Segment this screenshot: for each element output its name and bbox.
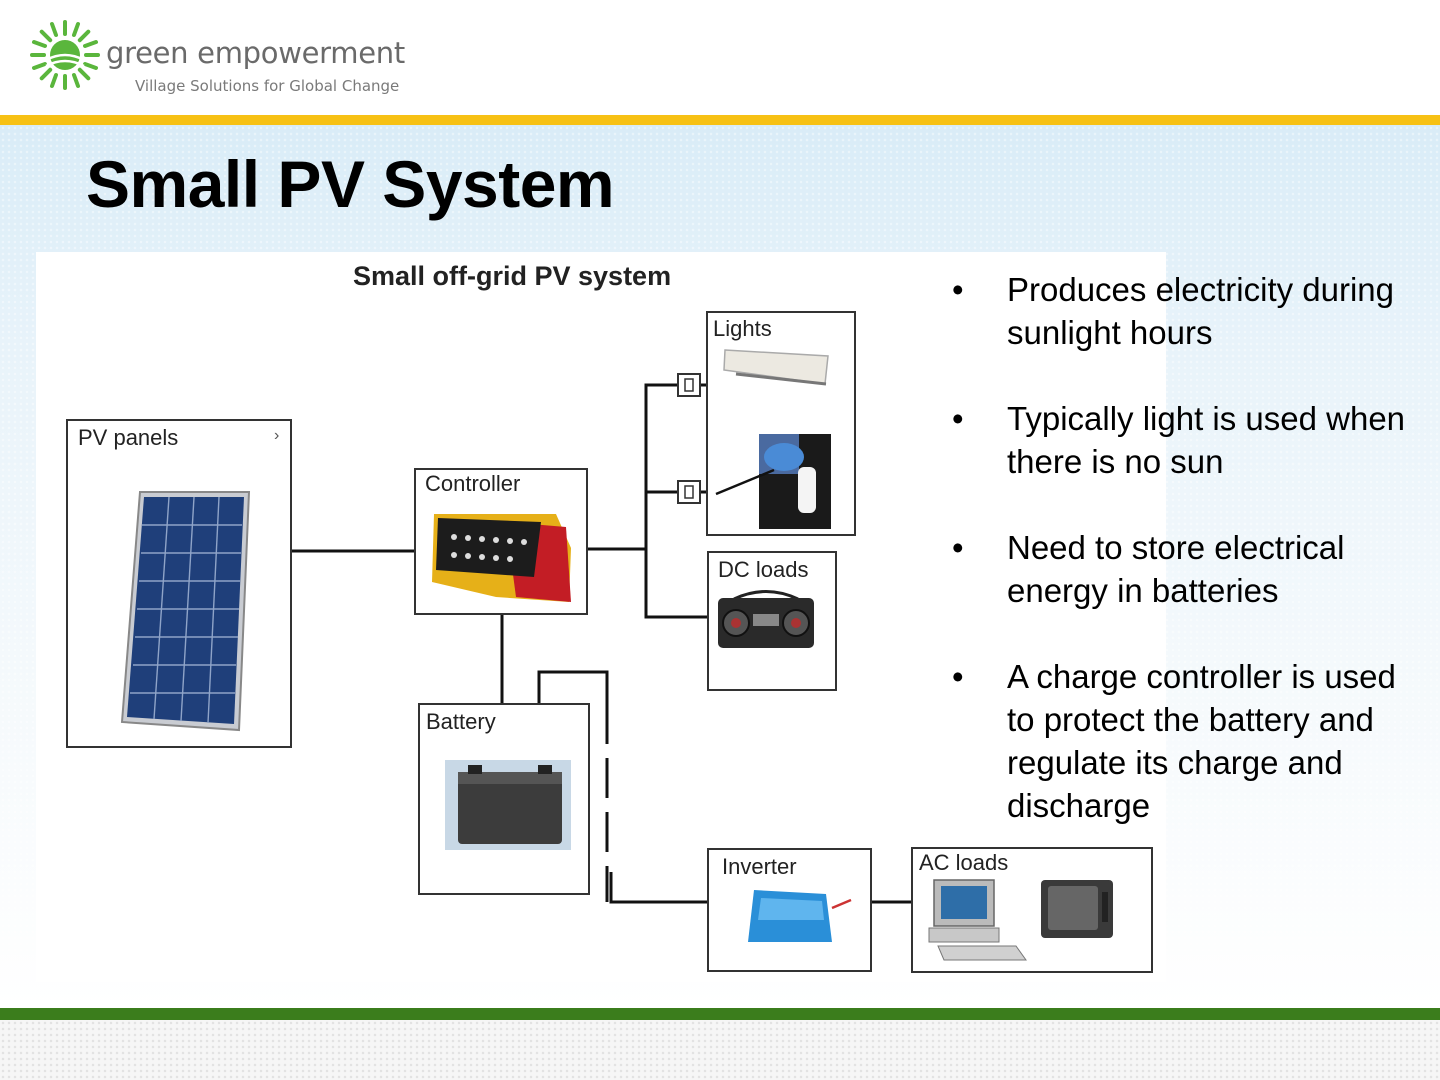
bullet-item: • Typically light is used when there is … [946, 397, 1416, 483]
bullet-dot-icon: • [952, 529, 964, 566]
node-lights: Lights [706, 311, 856, 536]
brand-name: green empowerment [106, 36, 405, 70]
charge-controller-icon [432, 514, 571, 602]
node-label-controller: Controller [425, 471, 520, 496]
bulb-light-icon [715, 434, 831, 529]
bullet-dot-icon: • [952, 271, 964, 308]
inverter-icon [748, 890, 852, 942]
node-label-battery: Battery [426, 709, 496, 734]
node-dc-loads: DC loads [707, 551, 837, 691]
light-switch-icon [677, 480, 701, 504]
brand-tagline: Village Solutions for Global Change [135, 77, 400, 95]
sun-logo-icon [30, 20, 100, 90]
bullet-text: Typically light is used when there is no… [1007, 400, 1406, 480]
bullet-item: • Need to store electrical energy in bat… [946, 526, 1416, 612]
diagram-title: Small off-grid PV system [353, 261, 671, 291]
light-switch-icon [677, 373, 701, 397]
tube-light-icon [723, 349, 829, 386]
bullet-list: • Produces electricity during sunlight h… [946, 268, 1416, 870]
bullet-dot-icon: • [952, 658, 964, 695]
battery-icon [445, 760, 571, 850]
footer-background [0, 1020, 1440, 1080]
node-label-dc-loads: DC loads [718, 557, 808, 582]
pv-system-diagram: Small off-grid PV system [36, 252, 1166, 982]
slide-title: Small PV System [86, 147, 615, 221]
node-label-ac-loads: AC loads [919, 850, 1008, 875]
bullet-item: • Produces electricity during sunlight h… [946, 268, 1416, 354]
bullet-dot-icon: • [952, 400, 964, 437]
node-label-pv-panels: PV panels [78, 425, 178, 450]
node-battery: Battery [418, 703, 590, 895]
green-footer-bar [0, 1008, 1440, 1020]
computer-icon [928, 879, 1027, 961]
node-inverter: Inverter [707, 848, 872, 972]
yellow-divider [0, 115, 1440, 125]
node-pv-panels: PV panels › [66, 419, 292, 748]
header: green empowerment Village Solutions for … [0, 0, 1440, 115]
node-ac-loads: AC loads [911, 847, 1153, 973]
bullet-text: Produces electricity during sunlight hou… [1007, 271, 1395, 351]
solar-panel-icon [120, 491, 251, 732]
bullet-text: Need to store electrical energy in batte… [1007, 529, 1345, 609]
radio-icon [718, 590, 814, 648]
bullet-text: A charge controller is used to protect t… [1007, 658, 1396, 824]
television-icon [1041, 880, 1113, 938]
diagram-canvas: Small off-grid PV system [66, 261, 1153, 973]
bullet-item: • A charge controller is used to protect… [946, 655, 1416, 827]
node-controller: Controller [414, 468, 588, 615]
node-label-inverter: Inverter [722, 854, 797, 879]
svg-text:›: › [274, 427, 279, 444]
node-label-lights: Lights [713, 316, 772, 341]
